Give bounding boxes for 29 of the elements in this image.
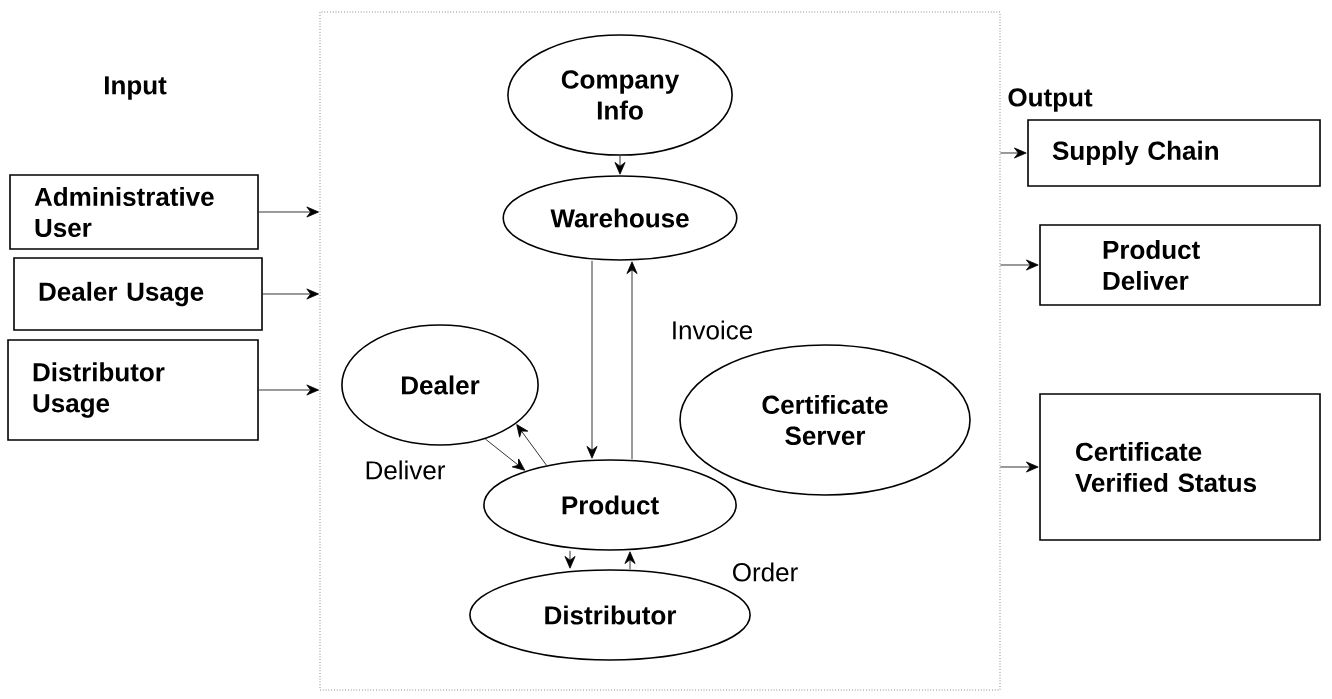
ellipse-node: Product bbox=[483, 459, 737, 551]
process-box: Certificate Verified Status bbox=[1039, 393, 1321, 541]
arrow bbox=[1000, 259, 1039, 271]
arrow bbox=[516, 424, 547, 466]
edge-label: Deliver bbox=[362, 458, 448, 482]
ellipse-node: Warehouse bbox=[502, 175, 738, 261]
arrow bbox=[586, 260, 598, 459]
arrow bbox=[1000, 147, 1027, 159]
arrow bbox=[484, 438, 526, 471]
heading: Input bbox=[104, 76, 167, 100]
system-frame bbox=[319, 11, 1001, 691]
process-box: Product Deliver bbox=[1039, 224, 1321, 306]
process-box: Supply Chain bbox=[1027, 119, 1321, 187]
ellipse-node: Dealer bbox=[341, 324, 539, 446]
arrow bbox=[624, 551, 636, 570]
ellipse-node: Company Info bbox=[507, 34, 733, 156]
arrow bbox=[564, 550, 576, 569]
arrow bbox=[626, 261, 638, 460]
arrow bbox=[258, 384, 319, 396]
arrow bbox=[258, 206, 319, 218]
arrow bbox=[614, 155, 626, 175]
heading: Output bbox=[1008, 88, 1093, 112]
edge-label: Invoice bbox=[668, 318, 756, 342]
ellipse-node: Certificate Server bbox=[679, 344, 971, 496]
process-box: Distributor Usage bbox=[7, 339, 259, 441]
process-box: Administrative User bbox=[9, 174, 259, 250]
process-box: Dealer Usage bbox=[13, 257, 263, 331]
arrow bbox=[1000, 461, 1039, 473]
arrow bbox=[262, 288, 319, 300]
